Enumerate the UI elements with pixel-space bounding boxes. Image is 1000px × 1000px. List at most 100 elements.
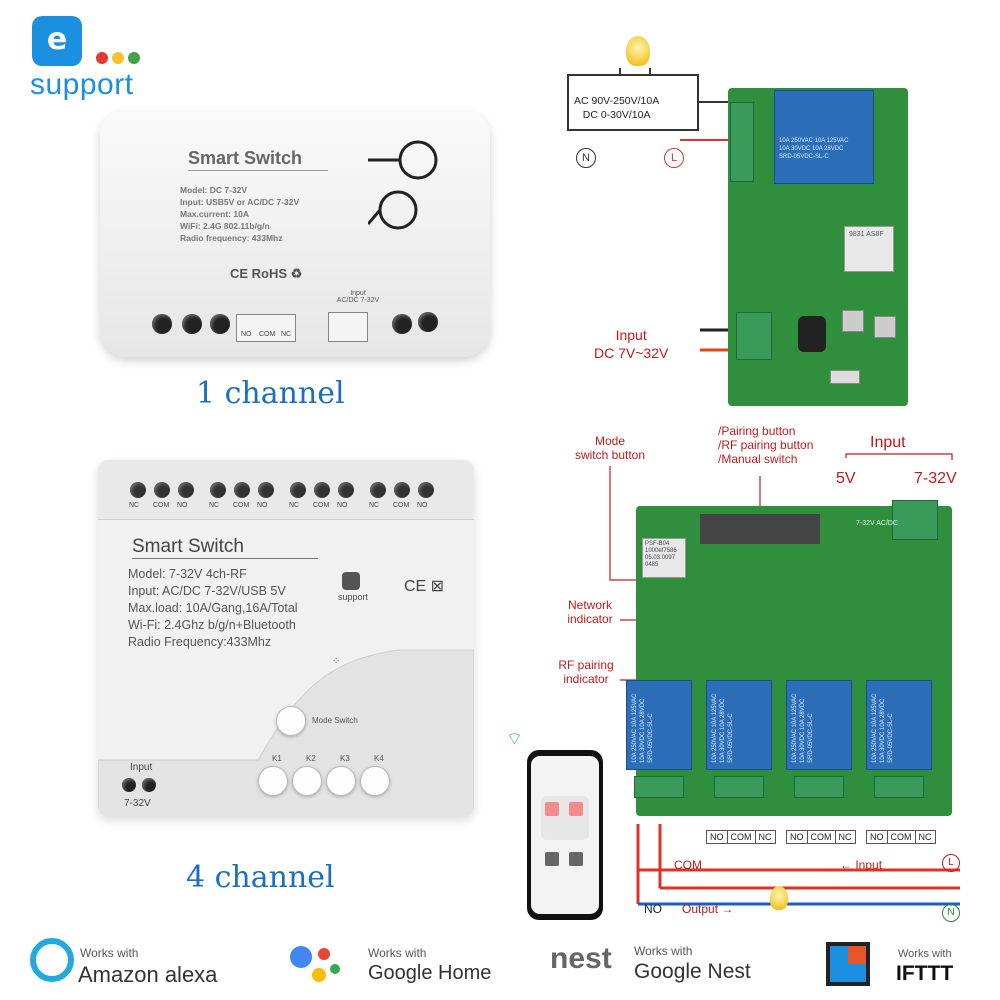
wifi-module: 9831 AS8F xyxy=(844,226,894,272)
logo-dot-yellow xyxy=(112,52,124,64)
input-annotation: Input xyxy=(870,434,906,451)
k4-button[interactable] xyxy=(360,766,390,796)
spec-line: Input: AC/DC 7-32V/USB 5V xyxy=(128,584,286,598)
light-bulb-icon xyxy=(626,36,650,66)
output-terminal-block xyxy=(714,776,764,798)
wifi-icon: ⌔ xyxy=(506,729,523,749)
terminal-label: NO xyxy=(337,502,348,509)
title-underline xyxy=(132,558,318,559)
input-annotation: Input DC 7V~32V xyxy=(594,327,669,361)
works-with-label: Works with xyxy=(80,946,139,960)
spec-line: Input: USB5V or AC/DC 7-32V xyxy=(180,197,300,207)
spec-line: WiFi: 2.4G 802.11b/g/n xyxy=(180,221,270,231)
app-channel-button xyxy=(545,802,559,816)
pairing-annotation: /Pairing button /RF pairing button /Manu… xyxy=(718,424,814,466)
key-label: K2 xyxy=(306,754,316,763)
output-label: Output → xyxy=(682,902,734,916)
logo-dot-green xyxy=(128,52,140,64)
terminal-label: COM xyxy=(233,502,250,509)
spec-line: Model: DC 7-32V xyxy=(180,185,248,195)
k1-button[interactable] xyxy=(258,766,288,796)
alexa-name: Amazon alexa xyxy=(78,962,218,987)
voltage-label: 7-32V xyxy=(124,798,151,809)
app-channel-button xyxy=(545,852,559,866)
google-assistant-icon xyxy=(290,942,344,986)
four-channel-wiring-diagram: Mode switch button /Pairing button /RF p… xyxy=(540,424,980,930)
terminal-label: NO xyxy=(787,831,808,843)
live-symbol: L xyxy=(942,854,960,872)
mode-switch-label: Mode Switch xyxy=(312,716,358,725)
input-label: Input AC/DC 7-32V xyxy=(336,290,380,304)
relay: 10A 250VAC 10A 125VAC 10A 30VDC 10A 28VD… xyxy=(774,90,874,184)
output-terminal-block xyxy=(730,102,754,182)
alexa-icon xyxy=(30,938,74,982)
terminal-label: NO xyxy=(417,502,428,509)
light-bulb-icon xyxy=(770,886,788,910)
terminal-label: COM xyxy=(393,502,410,509)
mode-switch-button[interactable] xyxy=(276,706,306,736)
screw-terminal xyxy=(210,482,226,498)
terminal-label: NO xyxy=(257,502,268,509)
side-label: 7-32V AC/DC xyxy=(856,520,899,527)
capacitor xyxy=(798,316,826,352)
terminal-label: COM xyxy=(259,331,276,338)
title-underline xyxy=(188,170,328,171)
neutral-symbol: N xyxy=(576,148,596,168)
ifttt-icon xyxy=(826,942,870,986)
relay-label-box: NO COM NC xyxy=(236,314,296,342)
input-arrow-label: ← Input xyxy=(840,858,883,872)
live-symbol: L xyxy=(664,148,684,168)
relay-row: 10A 250VAC 10A 125VAC 10A 30VDC 10A 28VD… xyxy=(626,680,946,800)
app-channel-button xyxy=(569,852,583,866)
terminal-label: NC xyxy=(209,502,220,509)
screw-terminal xyxy=(210,314,230,334)
k3-button[interactable] xyxy=(326,766,356,796)
relay: 10A 250VAC 10A 125VAC 10A 30VDC 10A 28VD… xyxy=(786,680,852,770)
google-nest-name: Google Nest xyxy=(634,960,751,983)
screw-terminal xyxy=(154,482,170,498)
pairing-buttons xyxy=(700,514,820,544)
one-channel-device: Smart Switch Model: DC 7-32V Input: USB5… xyxy=(100,112,490,357)
com-label: COM xyxy=(674,858,702,872)
phone-screen xyxy=(531,756,599,914)
neutral-symbol: N xyxy=(942,904,960,922)
relay: 10A 250VAC 10A 125VAC 10A 30VDC 10A 28VD… xyxy=(866,680,932,770)
terminal-label: COM xyxy=(808,831,836,843)
pairing-button xyxy=(842,310,864,332)
nest-logo: nest xyxy=(550,942,612,975)
spec-line: Radio Frequency:433Mhz xyxy=(128,635,272,649)
spec-line: Radio frequency: 433Mhz xyxy=(180,233,283,243)
rf-indicator-annotation: RF pairing indicator xyxy=(558,658,614,686)
google-home-name: Google Home xyxy=(368,962,492,984)
spec-line: Wi-Fi: 2.4Ghz b/g/n+Bluetooth xyxy=(128,618,296,632)
cert-marks: CE RoHS ♻ xyxy=(230,266,303,281)
logo-text: support xyxy=(30,68,134,101)
device-title: Smart Switch xyxy=(132,536,244,557)
spec-line: Max.load: 10A/Gang,16A/Total xyxy=(128,601,298,615)
screw-terminal xyxy=(338,482,354,498)
k2-button[interactable] xyxy=(292,766,322,796)
input-terminal-block xyxy=(736,312,772,360)
phone-app-preview xyxy=(527,750,603,920)
key-label: K1 xyxy=(272,754,282,763)
5v-label: 5V xyxy=(836,470,856,487)
screw-terminal xyxy=(418,312,438,332)
terminal-label: NO xyxy=(241,331,252,338)
terminal-label: COM xyxy=(728,831,756,843)
screw-terminal xyxy=(152,314,172,334)
screw-terminal xyxy=(234,482,250,498)
screw-terminal xyxy=(258,482,274,498)
terminal-label: NO xyxy=(707,831,728,843)
wifi-module: PSF-B04 1000ef7586 05.03.0097 0485 xyxy=(642,538,686,578)
usb-port xyxy=(830,370,860,384)
spec-line: Model: 7-32V 4ch-RF xyxy=(128,567,247,581)
works-with-label: Works with xyxy=(634,944,693,958)
relay: 10A 250VAC 10A 125VAC 10A 30VDC 10A 28VD… xyxy=(626,680,692,770)
device-specs: Model: DC 7-32V Input: USB5V or AC/DC 7-… xyxy=(180,184,299,244)
no-label: NO xyxy=(644,902,662,916)
output-terminal-block xyxy=(874,776,924,798)
